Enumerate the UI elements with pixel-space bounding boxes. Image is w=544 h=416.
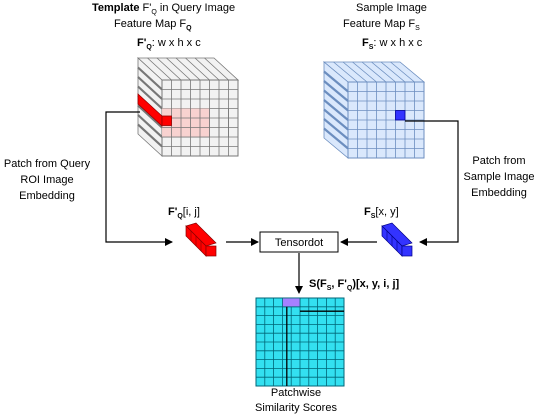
sample-feature-map-cube bbox=[322, 61, 426, 159]
query-cube-top-line bbox=[194, 57, 220, 81]
query-cube-side-layer bbox=[137, 76, 163, 100]
sample-cube-side-layer bbox=[323, 80, 349, 102]
tensordot-box bbox=[259, 231, 339, 253]
sample-cube-top-line bbox=[380, 61, 406, 83]
query-patch-prism bbox=[185, 222, 217, 257]
sample-cube-side-layer bbox=[323, 99, 349, 121]
query-cube-side-layer bbox=[137, 66, 163, 91]
sample-cube-top-line bbox=[371, 61, 396, 83]
sample-patch-label: FS[x, y] bbox=[364, 206, 399, 220]
query-patch-side bbox=[137, 93, 163, 127]
right-label-line2: Sample Image bbox=[464, 171, 535, 183]
query-dims: F'Q: w x h x c bbox=[137, 37, 201, 51]
sample-cube-side-layer bbox=[323, 89, 349, 112]
output-label-line1: Patchwise bbox=[271, 387, 321, 399]
query-feature-map-cube bbox=[136, 57, 240, 157]
query-title-line2: Feature Map FQ bbox=[114, 18, 192, 32]
sample-cube-side-layer bbox=[323, 108, 349, 131]
sample-cube-top-line bbox=[390, 61, 415, 83]
left-label-line3: Embedding bbox=[19, 190, 75, 202]
query-cube-side-layer bbox=[137, 85, 163, 110]
query-patch-connector bbox=[105, 111, 173, 246]
query-title-line1: Template F'Q in Query Image bbox=[92, 2, 235, 16]
query-patch-label: F'Q[i, j] bbox=[168, 206, 200, 220]
query-cube-top-line bbox=[185, 57, 210, 81]
output-label-line2: Similarity Scores bbox=[255, 402, 337, 414]
query-cube-top-line bbox=[147, 57, 172, 81]
sample-dims: FS: w x h x c bbox=[362, 37, 423, 51]
query-cube-top-line bbox=[156, 57, 182, 81]
sample-patch-cell bbox=[395, 110, 406, 121]
query-cube-side-layer bbox=[137, 104, 163, 129]
sample-cube-top-line bbox=[342, 61, 368, 83]
score-highlight-cell bbox=[281, 297, 301, 308]
sample-cube-top-line bbox=[333, 61, 358, 83]
sample-patch-connector bbox=[405, 120, 459, 246]
sample-cube-side-layer bbox=[323, 118, 349, 140]
similarity-score-grid bbox=[255, 297, 345, 387]
right-label-line3: Embedding bbox=[471, 187, 527, 199]
query-cube-top-line bbox=[166, 57, 191, 81]
query-cube-side-layer bbox=[137, 123, 163, 148]
sample-cube-side-layer bbox=[323, 70, 349, 93]
query-patch-prism-end bbox=[205, 245, 217, 257]
right-label-line1: Patch from bbox=[472, 155, 525, 167]
query-cube-side-layer bbox=[137, 114, 163, 138]
sample-title-line1: Sample Image bbox=[356, 2, 427, 14]
query-cube-top-line bbox=[204, 57, 229, 81]
tensordot-label: Tensordot bbox=[275, 237, 323, 249]
sample-cube-side-layer bbox=[323, 127, 349, 150]
left-label-line1: Patch from Query bbox=[4, 158, 91, 170]
left-label-line2: ROI Image bbox=[20, 174, 73, 186]
sample-patch-prism bbox=[381, 222, 413, 257]
sample-title-line2: Feature Map FS bbox=[343, 18, 420, 32]
query-cube-top-line bbox=[175, 57, 201, 81]
sample-patch-prism-end bbox=[401, 245, 413, 257]
sample-cube-top-line bbox=[361, 61, 387, 83]
sample-cube-top-line bbox=[352, 61, 377, 83]
score-label: S(FS, F'Q)[x, y, i, j] bbox=[309, 278, 400, 292]
query-patch-cell bbox=[161, 115, 172, 126]
